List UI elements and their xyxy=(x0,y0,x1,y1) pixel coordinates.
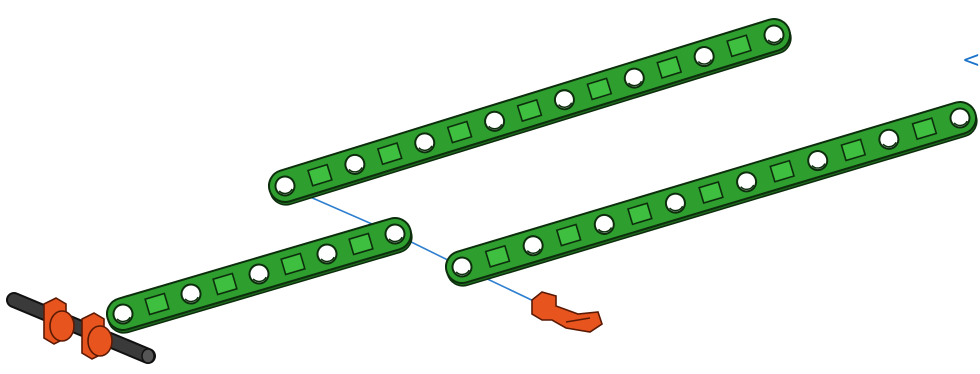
strut-hole-depth xyxy=(669,205,684,212)
strut-hole xyxy=(316,243,338,265)
strut-hole xyxy=(807,150,829,172)
strut-window xyxy=(769,159,796,183)
edge-glyph: < xyxy=(962,48,980,73)
strut-hole xyxy=(484,110,506,132)
strut-hole-depth xyxy=(558,102,573,108)
strut-hole xyxy=(878,128,900,150)
axle-rod xyxy=(8,294,154,362)
strut-window xyxy=(307,163,333,187)
strut-hole-depth xyxy=(740,184,755,191)
strut-hole-depth xyxy=(526,248,541,254)
strut-hole xyxy=(522,235,544,257)
strut-hole-depth xyxy=(252,276,267,283)
strut-hole-depth xyxy=(184,296,199,303)
strut-hole xyxy=(414,132,436,154)
strut-hole-depth xyxy=(882,141,897,148)
green-strut-long-right xyxy=(445,101,978,287)
strut-hole-depth xyxy=(418,145,433,152)
strut-hole xyxy=(274,175,296,197)
strut-hole xyxy=(736,171,758,193)
strut-hole-depth xyxy=(320,256,335,263)
strut-hole-depth xyxy=(488,123,503,130)
strut-window xyxy=(144,292,170,316)
strut-hole xyxy=(248,263,270,285)
green-strut-long-top xyxy=(268,18,792,206)
strut-window xyxy=(726,34,752,58)
strut-window xyxy=(348,232,374,256)
strut-hole-depth xyxy=(348,167,363,173)
strut-window xyxy=(698,180,724,205)
strut-window xyxy=(656,55,683,79)
strut-hole xyxy=(623,67,645,89)
strut-hole-depth xyxy=(767,37,782,44)
strut-window xyxy=(280,252,306,276)
green-strut-short xyxy=(106,217,413,334)
strut-hole xyxy=(763,24,785,46)
peg-body xyxy=(531,291,603,333)
strut-hole xyxy=(344,153,366,175)
strut-hole-depth xyxy=(455,269,470,276)
strut-hole xyxy=(451,256,473,278)
strut-window xyxy=(446,120,473,144)
strut-window xyxy=(212,272,238,296)
strut-hole xyxy=(112,303,134,325)
strut-window xyxy=(484,244,511,268)
strut-hole xyxy=(949,107,971,129)
strut-hole xyxy=(180,283,202,305)
strut-hole-depth xyxy=(953,120,968,127)
strut-hole-depth xyxy=(627,80,643,87)
strut-window xyxy=(626,202,653,226)
strut-window xyxy=(586,77,613,101)
strut-hole-depth xyxy=(116,316,131,323)
clip-ring xyxy=(87,325,113,357)
strut-hole-depth xyxy=(597,227,613,233)
strut-hole-depth xyxy=(697,59,713,65)
strut-hole-depth xyxy=(278,188,293,195)
strut-window xyxy=(516,98,543,123)
strut-hole xyxy=(553,89,575,111)
clip-ring xyxy=(49,310,75,342)
strut-hole xyxy=(593,213,615,235)
strut-hole xyxy=(664,192,686,214)
strut-hole-depth xyxy=(388,236,403,243)
orange-peg xyxy=(531,291,603,333)
strut-window xyxy=(376,142,403,166)
strut-window xyxy=(840,138,867,162)
axle-with-clips xyxy=(6,292,156,364)
strut-hole xyxy=(693,46,715,68)
strut-hole-depth xyxy=(811,163,826,169)
strut-hole xyxy=(384,223,406,245)
strut-window xyxy=(555,223,582,247)
strut-window xyxy=(911,117,938,141)
peg-slot xyxy=(565,317,591,323)
axle-end xyxy=(141,348,155,364)
